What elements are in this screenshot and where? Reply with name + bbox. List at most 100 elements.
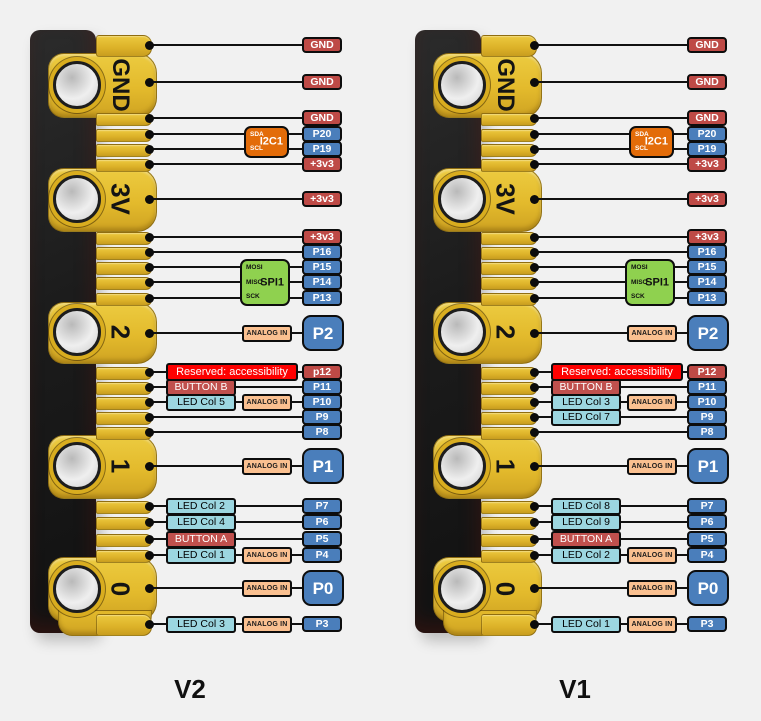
- pin-dot: [145, 263, 154, 272]
- connector-line: [149, 465, 304, 467]
- chip-name-label: I2C1: [644, 135, 668, 148]
- analog-in-badge: ANALOG IN: [242, 616, 292, 633]
- pin-pill-p8: P8: [302, 424, 342, 440]
- pin-pill-p5: P5: [687, 531, 727, 547]
- connector-line: [534, 117, 689, 119]
- pin-dot: [145, 195, 154, 204]
- led-col-box: LED Col 4: [166, 514, 236, 531]
- pin-pill-p19: P19: [687, 141, 727, 157]
- pin-pill-p16: P16: [687, 244, 727, 260]
- connector-line: [534, 587, 689, 589]
- pin-pill-gnd: GND: [687, 37, 727, 53]
- pin-finger: [96, 382, 152, 395]
- chip-name-label: I2C1: [259, 135, 283, 148]
- pin-dot: [145, 413, 154, 422]
- pin-finger: [96, 293, 152, 306]
- connector-line: [149, 44, 304, 46]
- pin-pill-p13: P13: [302, 290, 342, 306]
- connector-line: [149, 163, 304, 165]
- pin-pill-p12: p12: [302, 364, 342, 380]
- pin-finger: [96, 277, 152, 290]
- connector-line: [149, 332, 304, 334]
- led-col-box: LED Col 1: [166, 547, 236, 564]
- pin-dot: [530, 114, 539, 123]
- pin-pill-p6: P6: [687, 514, 727, 530]
- pin-pill-p10: P10: [302, 394, 342, 410]
- pin-pill-p20: P20: [302, 126, 342, 142]
- led-col-box: LED Col 9: [551, 514, 621, 531]
- led-col-box: LED Col 3: [166, 616, 236, 633]
- analog-in-badge: ANALOG IN: [627, 394, 677, 411]
- pin-finger: [481, 113, 537, 126]
- pad-label-3v: 3V: [105, 183, 136, 215]
- pin-finger: [96, 247, 152, 260]
- pin-finger: [96, 35, 152, 57]
- pin-pill-p16: P16: [302, 244, 342, 260]
- connector-line: [534, 198, 689, 200]
- pin-finger: [96, 614, 152, 636]
- led-col-box: LED Col 5: [166, 394, 236, 411]
- connector-line: [149, 251, 304, 253]
- pin-finger: [481, 262, 537, 275]
- pin-finger: [96, 129, 152, 142]
- pin-pill-p20: P20: [687, 126, 727, 142]
- pin-dot: [145, 368, 154, 377]
- pad-hole: [53, 308, 101, 356]
- pad-label-3v: 3V: [490, 183, 521, 215]
- pin-finger: [481, 367, 537, 380]
- pin-pill-p6: P6: [302, 514, 342, 530]
- pin-pill-gnd: GND: [302, 74, 342, 90]
- pin-dot: [530, 248, 539, 257]
- pin-finger: [481, 427, 537, 440]
- pin-pill-p14: P14: [302, 274, 342, 290]
- pin-pill-p15: P15: [687, 259, 727, 275]
- analog-in-badge: ANALOG IN: [627, 547, 677, 564]
- led-col-box: LED Col 1: [551, 616, 621, 633]
- pin-dot: [145, 535, 154, 544]
- pad-hole: [53, 60, 101, 109]
- pin-pill-p4: P4: [302, 547, 342, 563]
- analog-in-badge: ANALOG IN: [242, 394, 292, 411]
- pin-dot: [530, 462, 539, 471]
- pin-pill-+3v3: +3v3: [302, 191, 342, 207]
- pin-finger: [96, 501, 152, 514]
- pin-pill-p13: P13: [687, 290, 727, 306]
- pin-finger: [481, 412, 537, 425]
- pin-finger: [96, 113, 152, 126]
- pin-dot: [145, 145, 154, 154]
- pin-dot: [145, 294, 154, 303]
- chip-pin-label-sck: SCK: [631, 292, 645, 300]
- pin-finger: [481, 247, 537, 260]
- pin-pill-p7: P7: [687, 498, 727, 514]
- pin-dot: [530, 78, 539, 87]
- pin-finger: [481, 550, 537, 563]
- pin-finger: [481, 129, 537, 142]
- connector-line: [534, 236, 689, 238]
- pin-pill-p5: P5: [302, 531, 342, 547]
- pin-dot: [530, 160, 539, 169]
- pin-finger: [96, 159, 152, 172]
- led-col-box: LED Col 7: [551, 409, 621, 426]
- pad-hole: [438, 308, 486, 356]
- pin-dot: [530, 233, 539, 242]
- connector-line: [534, 251, 689, 253]
- pin-dot: [530, 383, 539, 392]
- led-col-box: LED Col 8: [551, 498, 621, 515]
- pin-dot: [530, 329, 539, 338]
- chip-pin-label-sda: SDA: [250, 131, 264, 138]
- pin-finger: [481, 277, 537, 290]
- pad-label-gnd: GND: [492, 57, 519, 112]
- pin-pill-+3v3: +3v3: [687, 229, 727, 245]
- pin-pill-p0: P0: [687, 570, 729, 606]
- connector-line: [534, 133, 689, 135]
- connector-line: [149, 198, 304, 200]
- pad-hole: [438, 564, 486, 613]
- pin-finger: [481, 397, 537, 410]
- pin-pill-p3: P3: [302, 616, 342, 632]
- pin-dot: [145, 329, 154, 338]
- pad-hole: [438, 175, 486, 223]
